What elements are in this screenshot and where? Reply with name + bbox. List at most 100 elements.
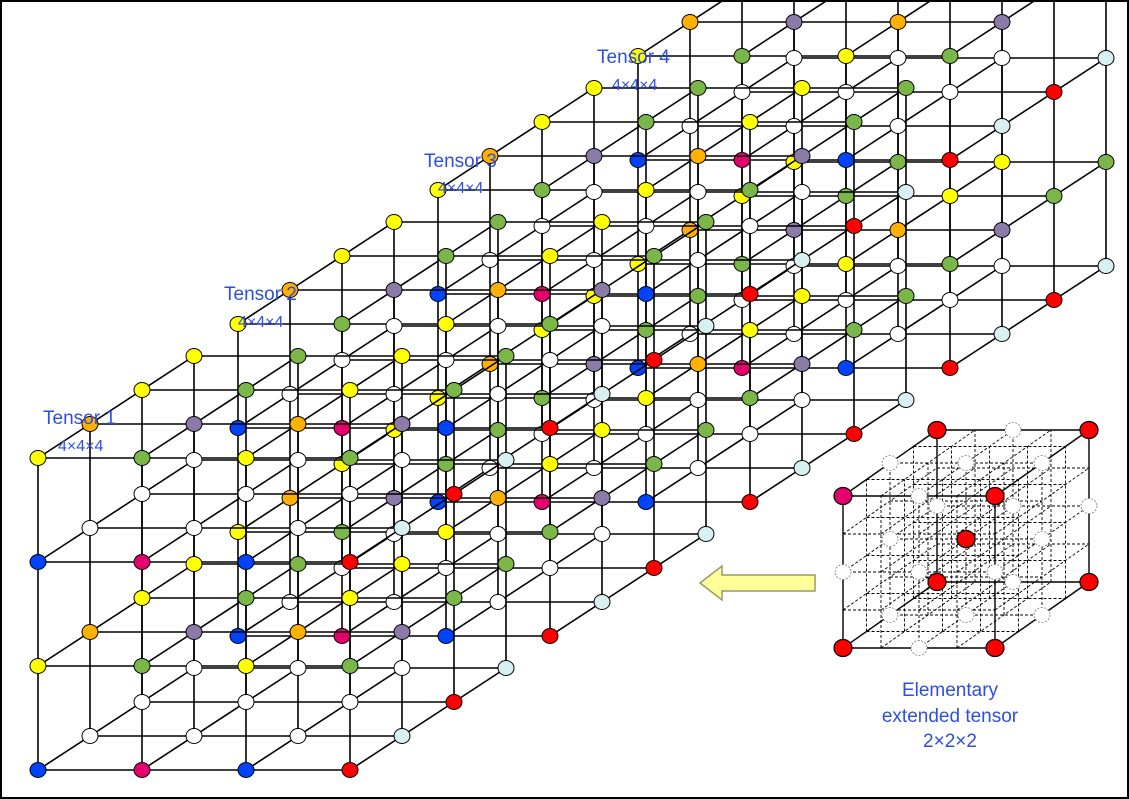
tensor-node bbox=[281, 282, 299, 298]
grid-line bbox=[37, 667, 195, 771]
tensor-node bbox=[185, 348, 203, 364]
tensor-node bbox=[489, 526, 507, 542]
grid-line bbox=[956, 505, 1052, 573]
tensor-node bbox=[941, 256, 959, 272]
tensor-node bbox=[785, 326, 803, 342]
tensor-node bbox=[837, 360, 855, 376]
tensor-node bbox=[593, 318, 611, 334]
tensor-node bbox=[993, 50, 1011, 66]
tensor-node bbox=[697, 318, 715, 334]
grid-line bbox=[541, 399, 699, 503]
tensor-node bbox=[689, 356, 707, 372]
tensor-node bbox=[585, 252, 603, 268]
grid-line bbox=[341, 221, 499, 325]
tensor-node bbox=[185, 416, 203, 432]
elementary-node bbox=[928, 498, 946, 514]
elementary-label-line2: extended tensor bbox=[882, 706, 1019, 727]
tensor-node bbox=[541, 352, 559, 368]
tensor-node bbox=[585, 148, 603, 164]
tensor-3-size: 4×4×4 bbox=[438, 180, 483, 197]
tensor-node bbox=[941, 152, 959, 168]
tensor-node bbox=[593, 214, 611, 230]
grid-line bbox=[341, 325, 499, 429]
tensor-1-cube bbox=[29, 348, 515, 778]
tensor-node bbox=[837, 152, 855, 168]
tensor-node bbox=[81, 624, 99, 640]
tensor-node bbox=[689, 80, 707, 96]
tensor-node bbox=[289, 416, 307, 432]
tensor-node bbox=[429, 286, 447, 302]
elementary-nodes bbox=[833, 420, 1099, 658]
tensor-node bbox=[793, 460, 811, 476]
tensor-node bbox=[393, 348, 411, 364]
tensor-node bbox=[497, 660, 515, 676]
tensor-node bbox=[281, 594, 299, 610]
tensor-node bbox=[689, 148, 707, 164]
tensor-node bbox=[889, 326, 907, 342]
tensor-node bbox=[489, 386, 507, 402]
tensor-node bbox=[341, 590, 359, 606]
grid-line bbox=[845, 57, 1003, 161]
tensor-node bbox=[689, 184, 707, 200]
tensor-node bbox=[1097, 50, 1115, 66]
tensor-node bbox=[237, 382, 255, 398]
grid-line bbox=[949, 265, 1107, 369]
tensor-node bbox=[445, 486, 463, 502]
tensor-node bbox=[637, 322, 655, 338]
elementary-node bbox=[1079, 420, 1099, 440]
tensor-node bbox=[437, 420, 455, 436]
tensor-node bbox=[437, 352, 455, 368]
tensor-node bbox=[497, 452, 515, 468]
tensor-node bbox=[533, 286, 551, 302]
elementary-node bbox=[957, 607, 975, 623]
tensor-node bbox=[897, 288, 915, 304]
tensor-node bbox=[637, 286, 655, 302]
elementary-node bbox=[957, 455, 975, 471]
grid-line bbox=[341, 533, 499, 637]
tensor-node bbox=[393, 660, 411, 676]
tensor-node bbox=[793, 392, 811, 408]
tensor-node bbox=[393, 416, 411, 432]
tensor-node bbox=[133, 762, 151, 778]
tensor-node bbox=[793, 356, 811, 372]
grid-line bbox=[741, 161, 899, 265]
grid-line bbox=[741, 57, 899, 161]
elementary-node bbox=[985, 638, 1005, 658]
grid-line bbox=[549, 429, 707, 533]
tensor-node bbox=[689, 288, 707, 304]
tensor-node bbox=[237, 554, 255, 570]
elementary-node bbox=[910, 564, 928, 580]
elementary-label-line1: Elementary bbox=[902, 680, 999, 701]
tensor-node bbox=[333, 524, 351, 540]
tensor-4-size: 4×4×4 bbox=[612, 77, 657, 94]
tensor-node bbox=[941, 188, 959, 204]
tensor-node bbox=[541, 248, 559, 264]
tensor-node bbox=[29, 658, 47, 674]
tensor-node bbox=[637, 218, 655, 234]
grid-line bbox=[541, 295, 699, 399]
tensor-node bbox=[741, 322, 759, 338]
tensor-node bbox=[437, 524, 455, 540]
tensor-node bbox=[741, 218, 759, 234]
tensor-node bbox=[229, 628, 247, 644]
elementary-node bbox=[1033, 455, 1051, 471]
tensor-node bbox=[489, 318, 507, 334]
grid-line bbox=[994, 467, 1090, 535]
tensor-node bbox=[889, 154, 907, 170]
elementary-node bbox=[1033, 607, 1051, 623]
tensor-node bbox=[81, 728, 99, 744]
tensor-node bbox=[289, 520, 307, 536]
grid-line bbox=[445, 429, 603, 533]
tensor-node bbox=[437, 248, 455, 264]
grid-line bbox=[956, 429, 1052, 497]
tensor-node bbox=[1097, 258, 1115, 274]
tensor-node bbox=[489, 422, 507, 438]
grid-line bbox=[749, 87, 907, 191]
tensor-node bbox=[689, 252, 707, 268]
tensor-node bbox=[341, 554, 359, 570]
tensor-node bbox=[237, 486, 255, 502]
tensor-node bbox=[185, 728, 203, 744]
tensor-node bbox=[541, 524, 559, 540]
grid-line bbox=[245, 563, 403, 667]
tensor-node bbox=[941, 48, 959, 64]
